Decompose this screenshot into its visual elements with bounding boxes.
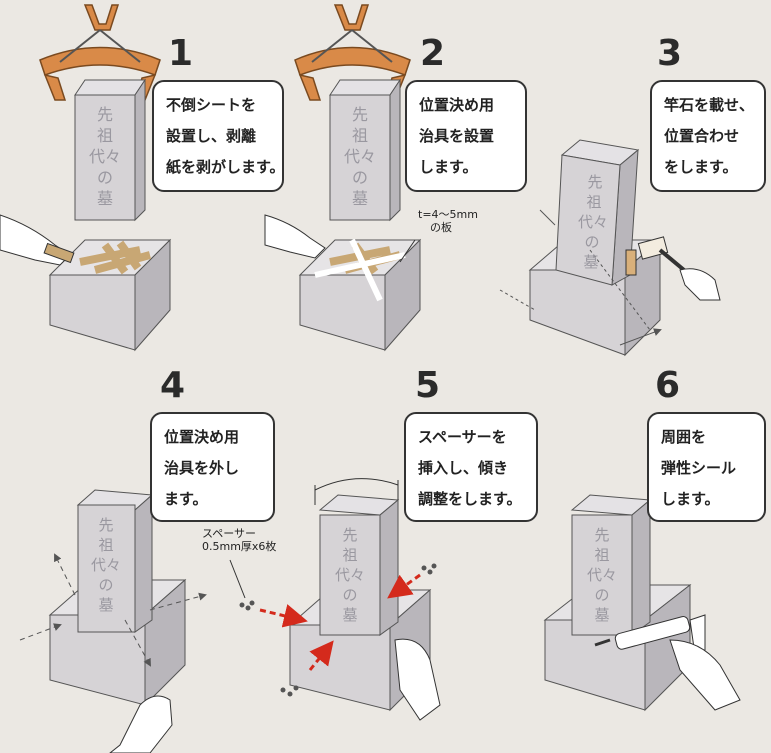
insc-6-1: 祖 bbox=[594, 546, 609, 564]
insc-5-4: 墓 bbox=[342, 606, 357, 624]
step2-illustration bbox=[264, 4, 422, 352]
step1-hand bbox=[0, 214, 75, 266]
step5-illustration bbox=[229, 478, 441, 721]
step2-hand bbox=[264, 214, 326, 259]
step2-base-stone bbox=[298, 238, 422, 352]
insc-2-1: 祖 bbox=[352, 126, 368, 145]
insc-2-3: の bbox=[352, 168, 368, 187]
plate-note: t=4～5mm の板 bbox=[418, 208, 478, 234]
step2-line-1: 位置決め用 bbox=[419, 96, 495, 114]
insc-3-3: の bbox=[584, 233, 599, 251]
step2-line-2: 治具を設置 bbox=[419, 127, 495, 145]
step6-upright-stone bbox=[570, 494, 652, 636]
step2-line-3: します。 bbox=[419, 158, 478, 176]
step-number-1: 1 bbox=[168, 33, 194, 74]
insc-5-3: の bbox=[342, 586, 357, 604]
insc-1-4: 墓 bbox=[97, 189, 113, 208]
inscription-step2: 先 祖 代々 の 墓 bbox=[344, 105, 376, 208]
step4-illustration bbox=[19, 489, 207, 753]
insc-2-2: 代々 bbox=[344, 147, 376, 166]
step5-hand bbox=[394, 638, 441, 721]
insc-4-0: 先 bbox=[98, 516, 113, 534]
step4-hand bbox=[109, 695, 173, 753]
step-number-6: 6 bbox=[655, 365, 681, 406]
insc-2-0: 先 bbox=[352, 105, 368, 124]
step3-line-3: をします。 bbox=[664, 158, 738, 176]
step1-upright-stone bbox=[74, 78, 146, 222]
step-number-4: 4 bbox=[160, 365, 186, 406]
step5-line-1: スペーサーを bbox=[418, 428, 507, 446]
insc-3-2: 代々 bbox=[578, 213, 608, 231]
insc-4-3: の bbox=[98, 576, 113, 594]
insc-3-0: 先 bbox=[587, 173, 602, 191]
step2-instruction: 位置決め用 治具を設置 します。 bbox=[405, 80, 527, 192]
step6-line-2: 弾性シール bbox=[661, 459, 737, 477]
step5-line-3: 調整をします。 bbox=[418, 490, 522, 508]
step-number-2: 2 bbox=[420, 33, 446, 74]
step2-upright-stone bbox=[329, 78, 401, 222]
step1-line-3: 紙を剥がします。 bbox=[166, 158, 285, 176]
insc-3-4: 墓 bbox=[583, 253, 598, 271]
insc-4-2: 代々 bbox=[91, 556, 121, 574]
insc-6-0: 先 bbox=[594, 526, 609, 544]
step3-mallet bbox=[625, 236, 721, 301]
plate-note-line-2: の板 bbox=[430, 221, 452, 234]
spacer-note-line-2: 0.5mm厚x6枚 bbox=[202, 540, 277, 553]
insc-1-1: 祖 bbox=[97, 126, 113, 145]
insc-6-3: の bbox=[594, 586, 609, 604]
step5-instruction: スペーサーを 挿入し、傾き 調整をします。 bbox=[404, 412, 538, 522]
insc-2-4: 墓 bbox=[352, 189, 368, 208]
insc-3-1: 祖 bbox=[586, 193, 601, 211]
spacer-note: スペーサー 0.5mm厚x6枚 bbox=[202, 527, 276, 553]
step4-upright-stone bbox=[76, 489, 154, 633]
step1-base-stone bbox=[48, 238, 172, 352]
insc-5-2: 代々 bbox=[335, 566, 365, 584]
insc-5-1: 祖 bbox=[342, 546, 357, 564]
step4-line-3: ます。 bbox=[164, 490, 208, 508]
step-number-3: 3 bbox=[657, 33, 683, 74]
insc-5-0: 先 bbox=[342, 526, 357, 544]
inscription-step6: 先 祖 代々 の 墓 bbox=[587, 526, 617, 624]
plate-note-line-1: t=4～5mm bbox=[418, 208, 478, 221]
step6-illustration bbox=[543, 494, 741, 712]
step1-instruction: 不倒シートを 設置し、剥離 紙を剥がします。 bbox=[152, 80, 285, 192]
insc-4-4: 墓 bbox=[98, 596, 113, 614]
step1-line-2: 設置し、剥離 bbox=[166, 127, 257, 145]
step6-instruction: 周囲を 弾性シール します。 bbox=[647, 412, 766, 522]
inscription-step1: 先 祖 代々 の 墓 bbox=[89, 105, 121, 208]
step3-line-2: 位置合わせ bbox=[664, 127, 740, 145]
step3-instruction: 竿石を載せ、 位置合わせ をします。 bbox=[650, 80, 766, 192]
step3-line-1: 竿石を載せ、 bbox=[664, 96, 755, 114]
insc-4-1: 祖 bbox=[98, 536, 113, 554]
step6-line-3: します。 bbox=[661, 490, 720, 508]
step6-sealant-gun bbox=[594, 614, 741, 711]
spacer-note-line-1: スペーサー bbox=[202, 527, 257, 540]
inscription-step3: 先 祖 代々 の 墓 bbox=[578, 173, 608, 271]
insc-6-2: 代々 bbox=[587, 566, 617, 584]
step5-line-2: 挿入し、傾き bbox=[418, 459, 509, 477]
inscription-step5: 先 祖 代々 の 墓 bbox=[335, 526, 365, 624]
step3-upright-stone bbox=[555, 139, 640, 286]
step1-illustration bbox=[0, 4, 172, 352]
insc-1-3: の bbox=[97, 168, 113, 187]
step5-spacers bbox=[239, 563, 437, 697]
step4-line-1: 位置決め用 bbox=[164, 428, 240, 446]
insc-1-0: 先 bbox=[97, 105, 113, 124]
insc-6-4: 墓 bbox=[594, 606, 609, 624]
step6-line-1: 周囲を bbox=[661, 428, 707, 446]
step1-line-1: 不倒シートを bbox=[166, 96, 257, 114]
insc-1-2: 代々 bbox=[89, 147, 121, 166]
step5-upright-stone bbox=[318, 494, 400, 636]
step-number-5: 5 bbox=[415, 365, 441, 406]
step4-line-2: 治具を外し bbox=[164, 459, 240, 477]
step3-illustration bbox=[499, 139, 721, 357]
step4-instruction: 位置決め用 治具を外し ます。 bbox=[150, 412, 275, 522]
inscription-step4: 先 祖 代々 の 墓 bbox=[91, 516, 121, 614]
